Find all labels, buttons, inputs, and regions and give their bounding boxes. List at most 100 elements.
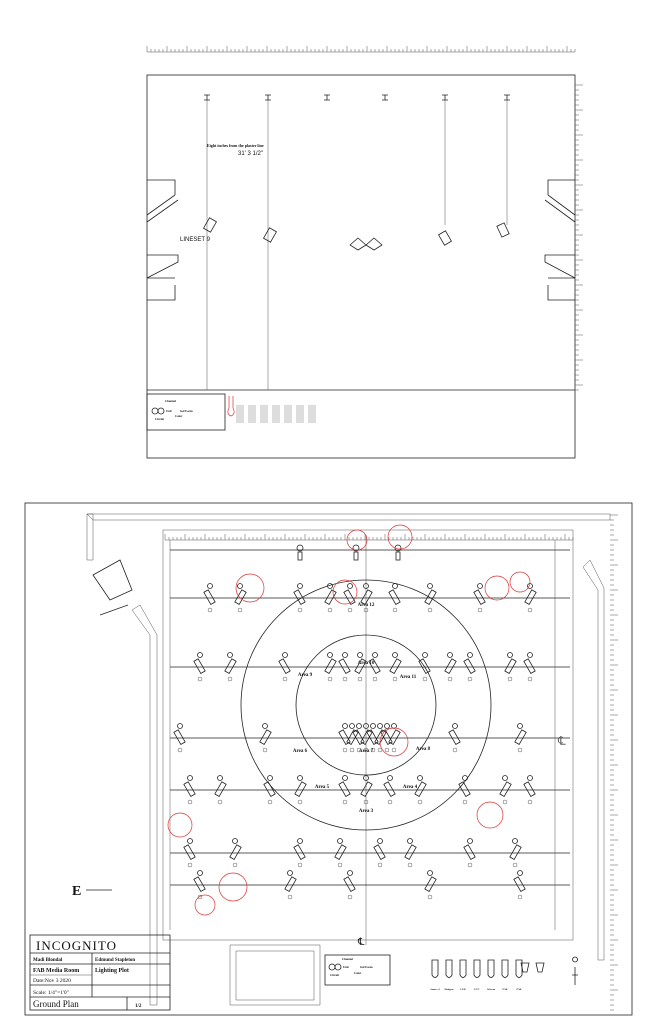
lighting-fixture: [523, 658, 536, 674]
channel-circle: [342, 652, 348, 658]
plan-legend-color: Color: [354, 971, 362, 975]
plan-legend-gel-focus: Gel Focus: [360, 965, 374, 969]
lighting-fixture: [448, 729, 461, 745]
channel-circle: [527, 652, 533, 658]
inner-area-circle: [295, 634, 437, 776]
channel-circle: [467, 838, 473, 844]
lighting-fixture: [499, 781, 512, 797]
circuit-circle: [197, 894, 203, 900]
circuit-circle: [363, 799, 369, 805]
upstage-wall: [86, 513, 611, 521]
fixture-section: [349, 237, 383, 251]
grid-outline: [162, 529, 574, 941]
lighting-fixture: [346, 729, 359, 745]
legend-gel-focus: Gel Focus: [180, 409, 194, 413]
circuit-circle: [517, 894, 523, 900]
circuit-circle: [427, 894, 433, 900]
downstage-structure: [229, 944, 321, 1006]
channel-circle: [342, 775, 348, 781]
area-label: Area 5: [315, 785, 330, 790]
lighting-fixture: [263, 781, 276, 797]
channel-circle: [352, 544, 360, 552]
outer-area-circle: [240, 579, 492, 831]
stage-left-wall: [131, 604, 158, 1006]
area-label: Area 11: [400, 675, 417, 680]
channel-circle: [372, 652, 378, 658]
channel-circle: [347, 870, 353, 876]
lighting-fixture: [183, 781, 196, 797]
assistant-name: Edmund Stapleton: [95, 958, 135, 963]
fixture-legend-symbol: [501, 959, 509, 978]
top-ruler: [146, 46, 576, 53]
circuit-circle: [527, 799, 533, 805]
fixture-spec-text: [272, 405, 280, 423]
channel-circle: [422, 652, 428, 658]
upstage-wall-return: [86, 513, 94, 561]
door-swing: [92, 559, 133, 616]
area-label: Area 7: [359, 749, 374, 754]
markup-cloud: [387, 524, 413, 550]
markup-cloud: [194, 894, 216, 916]
circuit-circle: [527, 676, 533, 682]
lighting-fixture: [173, 729, 186, 745]
channel-circle: [370, 723, 376, 729]
circuit-circle: [452, 747, 458, 753]
channel-circle: [227, 652, 233, 658]
circuit-circle: [467, 676, 473, 682]
drawing-scale: Scale: 1/4"=1'0": [33, 990, 69, 996]
channel-circle: [502, 775, 508, 781]
venue-name: FAB Media Room: [33, 968, 79, 974]
lighting-fixture: [354, 658, 367, 674]
circuit-circle: [187, 862, 193, 868]
lighting-fixture: [458, 781, 471, 797]
channel-circle: [447, 652, 453, 658]
circuit-circle: [177, 747, 183, 753]
channel-circle: [297, 775, 303, 781]
lighting-fixture: [414, 781, 427, 797]
channel-circle: [197, 652, 203, 658]
plaster-line-note: Eight inches from the plaster line: [207, 143, 264, 148]
channel-circle: [347, 583, 353, 589]
lighting-fixture: [193, 876, 206, 892]
stage-right-wall: [582, 559, 605, 961]
drawing-date: Date:Nov 3 2020: [33, 978, 71, 984]
fixture-legend-label: Source 4: [430, 988, 440, 991]
lighting-fixture: [389, 658, 402, 674]
fixture-symbol: [227, 396, 235, 417]
circuit-circle: [267, 799, 273, 805]
lighting-fixture: [224, 658, 237, 674]
legend-unit: Unit: [166, 409, 172, 413]
circuit-circle: [372, 676, 378, 682]
lighting-fixture: [463, 844, 476, 860]
fixture-spec-text: [296, 405, 304, 423]
left-masking: [146, 179, 179, 301]
circuit-circle: [349, 747, 355, 753]
circuit-circle: [517, 747, 523, 753]
area-label: Area 4: [403, 785, 418, 790]
circuit-circle: [197, 676, 203, 682]
circuit-circle: [232, 862, 238, 868]
lighting-fixture: [388, 729, 401, 745]
fixture-legend-symbol: [459, 959, 467, 978]
channel-circle: [297, 838, 303, 844]
plan-legend: Channel Unit Circuit Color Gel Focus: [324, 954, 391, 986]
lineset-label: LINESET 9: [180, 237, 211, 243]
lighting-fixture: [424, 589, 437, 605]
markup-cloud: [332, 579, 358, 605]
lighting-fixture: [524, 589, 537, 605]
lighting-fixture: [360, 781, 373, 797]
fixture-spec-text: [260, 405, 268, 423]
plan-border: [24, 502, 633, 1016]
circuit-circle: [262, 747, 268, 753]
fixture-spec-text: [248, 405, 256, 423]
area-label: Area 12: [358, 603, 375, 608]
circuit-circle: [467, 862, 473, 868]
lighting-fixture: [418, 658, 431, 674]
drawing-name: Lighting Plot: [95, 968, 129, 974]
area-label: Area 9: [298, 673, 313, 678]
title-block: INCOGNITO Madi Blondal Edmund Stapleton …: [29, 934, 171, 1011]
plan-legend-channel: Channel: [342, 957, 353, 961]
circuit-circle: [417, 799, 423, 805]
markup-cloud: [509, 571, 531, 593]
